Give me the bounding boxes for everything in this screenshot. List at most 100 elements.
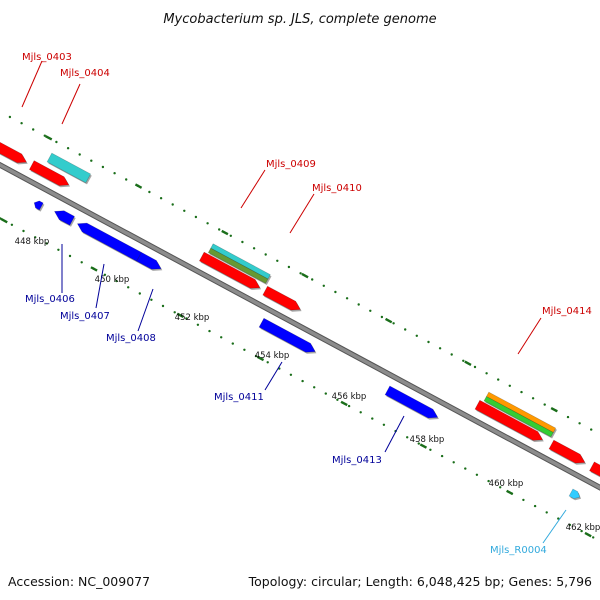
label-leader-line — [61, 83, 81, 125]
tick-label: 456 kbp — [332, 392, 367, 402]
scale-dot — [10, 223, 14, 226]
scale-dot — [592, 536, 595, 539]
gene-block-blue — [136, 251, 162, 270]
scale-dot — [347, 404, 351, 408]
tick-dots-layer — [0, 115, 595, 539]
gene-block-red — [548, 439, 586, 464]
scale-dot — [276, 259, 279, 262]
scale-dot — [66, 147, 70, 150]
scale-dot — [311, 278, 314, 281]
scale-dot — [299, 272, 302, 275]
features-layer — [0, 141, 600, 501]
tick-label: 462 kbp — [566, 523, 600, 533]
major-tick — [221, 229, 229, 236]
gene-block-red — [262, 285, 301, 311]
scale-dot — [404, 328, 407, 331]
gene-label: Mjls_0413 — [332, 455, 382, 466]
scale-dot — [545, 511, 548, 514]
major-tick — [176, 312, 184, 319]
scale-dot — [43, 134, 46, 137]
scale-dot — [113, 172, 116, 175]
scale-dot — [55, 140, 58, 144]
label-leader-line — [517, 317, 542, 355]
scale-dot — [206, 222, 209, 225]
scale-dot — [196, 323, 200, 326]
scale-dot — [475, 473, 479, 476]
scale-dot — [324, 392, 327, 395]
scale-dot — [287, 265, 291, 269]
scale-dot — [231, 342, 234, 345]
gene-label: Mjls_0403 — [22, 52, 72, 63]
label-leader-line — [95, 263, 105, 309]
scale-dot — [427, 340, 430, 344]
gene-block-red — [474, 399, 544, 441]
scale-dot — [289, 373, 293, 376]
scale-dot — [382, 423, 386, 426]
scale-dot — [557, 517, 560, 520]
major-tick — [45, 135, 53, 141]
scale-dot — [531, 397, 535, 400]
scale-dot — [34, 236, 37, 239]
scale-dot — [45, 242, 48, 245]
major-tick — [464, 360, 472, 366]
label-leader-line — [21, 60, 43, 108]
scale-dot — [371, 417, 374, 420]
scale-dot — [161, 304, 165, 308]
scale-dot — [415, 334, 418, 337]
scale-dot — [322, 284, 325, 287]
scale-dot — [345, 297, 349, 300]
backbone-layer — [0, 161, 600, 491]
topology-text: Topology: circular; Length: 6,048,425 bp… — [248, 574, 592, 589]
major-tick — [0, 217, 8, 224]
scale-dot — [148, 190, 151, 194]
scale-dot — [568, 523, 572, 527]
scale-dot — [220, 336, 223, 339]
scale-dot — [185, 317, 188, 320]
gene-block-red — [198, 251, 261, 289]
scale-dot — [90, 159, 93, 162]
scale-dot — [125, 178, 128, 181]
scale-dot — [417, 442, 420, 445]
label-leader-line — [240, 169, 266, 209]
scale-dot — [533, 504, 537, 508]
label-leader-line — [542, 509, 567, 544]
major-tick — [506, 489, 514, 496]
gene-label: Mjls_0408 — [106, 333, 156, 344]
tick-label: 448 kbp — [15, 237, 50, 247]
gene-block-red — [28, 160, 70, 186]
scale-dot — [301, 379, 304, 383]
scale-dot — [450, 353, 453, 356]
scale-dot — [357, 303, 360, 306]
gene-label: Mjls_0406 — [25, 294, 75, 305]
tick-label: 460 kbp — [489, 479, 524, 489]
scale-dot — [254, 354, 258, 358]
scale-dot — [252, 247, 256, 250]
scale-dot — [80, 261, 83, 264]
gene-label: Mjls_0410 — [312, 183, 362, 194]
major-tick — [90, 266, 98, 272]
scale-dot — [485, 372, 488, 375]
scale-dot — [22, 229, 25, 233]
scale-dot — [440, 454, 444, 458]
gene-label: Mjls_0407 — [60, 311, 110, 322]
scale-dot — [566, 415, 570, 419]
scale-dot — [159, 197, 163, 200]
major-tick — [340, 400, 348, 407]
scale-dot — [218, 228, 221, 231]
major-tick — [256, 355, 265, 362]
scale-dot — [508, 384, 511, 387]
scale-dot — [406, 436, 409, 439]
label-leader-line — [264, 361, 283, 391]
scale-dot — [590, 428, 593, 431]
major-tick — [550, 406, 558, 413]
scale-dot — [8, 115, 12, 119]
scale-dot — [487, 479, 490, 483]
gene-block-red — [0, 141, 27, 164]
tick-label: 458 kbp — [410, 435, 445, 445]
scale-dot — [20, 122, 23, 125]
scale-dot — [499, 486, 502, 489]
scale-dot — [32, 128, 35, 131]
accession-text: Accession: NC_009077 — [8, 574, 150, 589]
